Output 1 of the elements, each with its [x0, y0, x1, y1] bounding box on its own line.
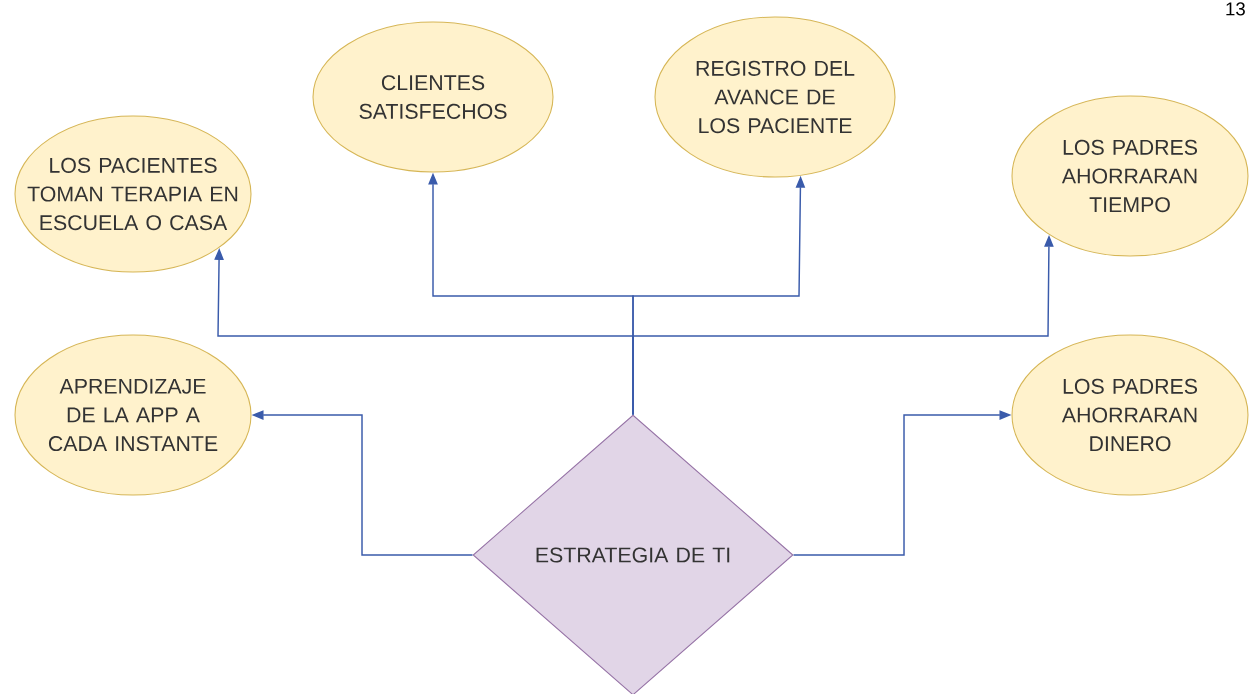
page-number: 13 [1226, 2, 1245, 16]
